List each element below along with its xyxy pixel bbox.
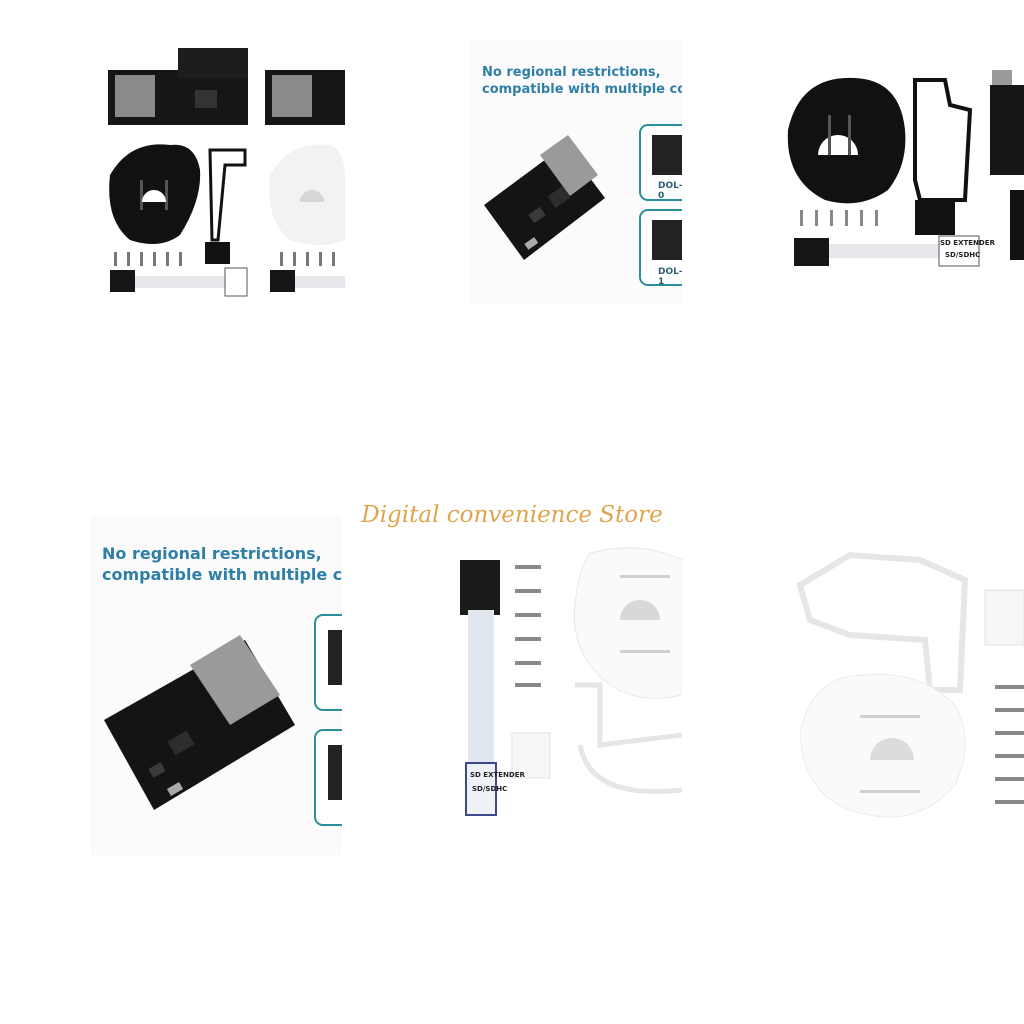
cable-label-top-right-1: SD EXTENDER [940,239,995,247]
product-photo-white-kit [790,550,1024,840]
cable-label-top-right-2: SD/SDHC [945,251,981,259]
cable-label-2: SD/SDHC [472,785,508,793]
console-label-b: DOL-1 [658,267,682,287]
promo-headline-large: No regional restrictions, compatible wit… [102,543,342,585]
product-photo-promo-large: No regional restrictions, compatible wit… [90,515,342,855]
product-photo-kit-black-white [100,40,345,305]
console-label-a: DOL-0 [658,181,682,201]
product-photo-kit-black: SD EXTENDER SD/SDHC [780,60,1024,290]
promo-line-2-large: compatible with multiple cor [102,565,342,585]
white-parts-illustration [460,547,682,816]
black-kit-illustration [787,70,1024,267]
promo-headline: No regional restrictions, compatible wit… [482,64,682,98]
promo-line-1-large: No regional restrictions, [102,544,322,563]
kit-illustration [108,48,345,297]
white-kit-illustration [796,551,1024,818]
product-photo-promo-small: No regional restrictions, compatible wit… [470,40,682,305]
product-photo-white-parts: SD EXTENDER SD/SDHC [440,545,682,820]
cable-label-1: SD EXTENDER [470,771,525,779]
store-watermark: Digital convenience Store [361,502,663,528]
promo-line-2: compatible with multiple consol [482,82,682,98]
board-illustration-large [104,614,342,826]
promo-line-1: No regional restrictions, [482,65,661,80]
board-illustration [484,124,682,286]
